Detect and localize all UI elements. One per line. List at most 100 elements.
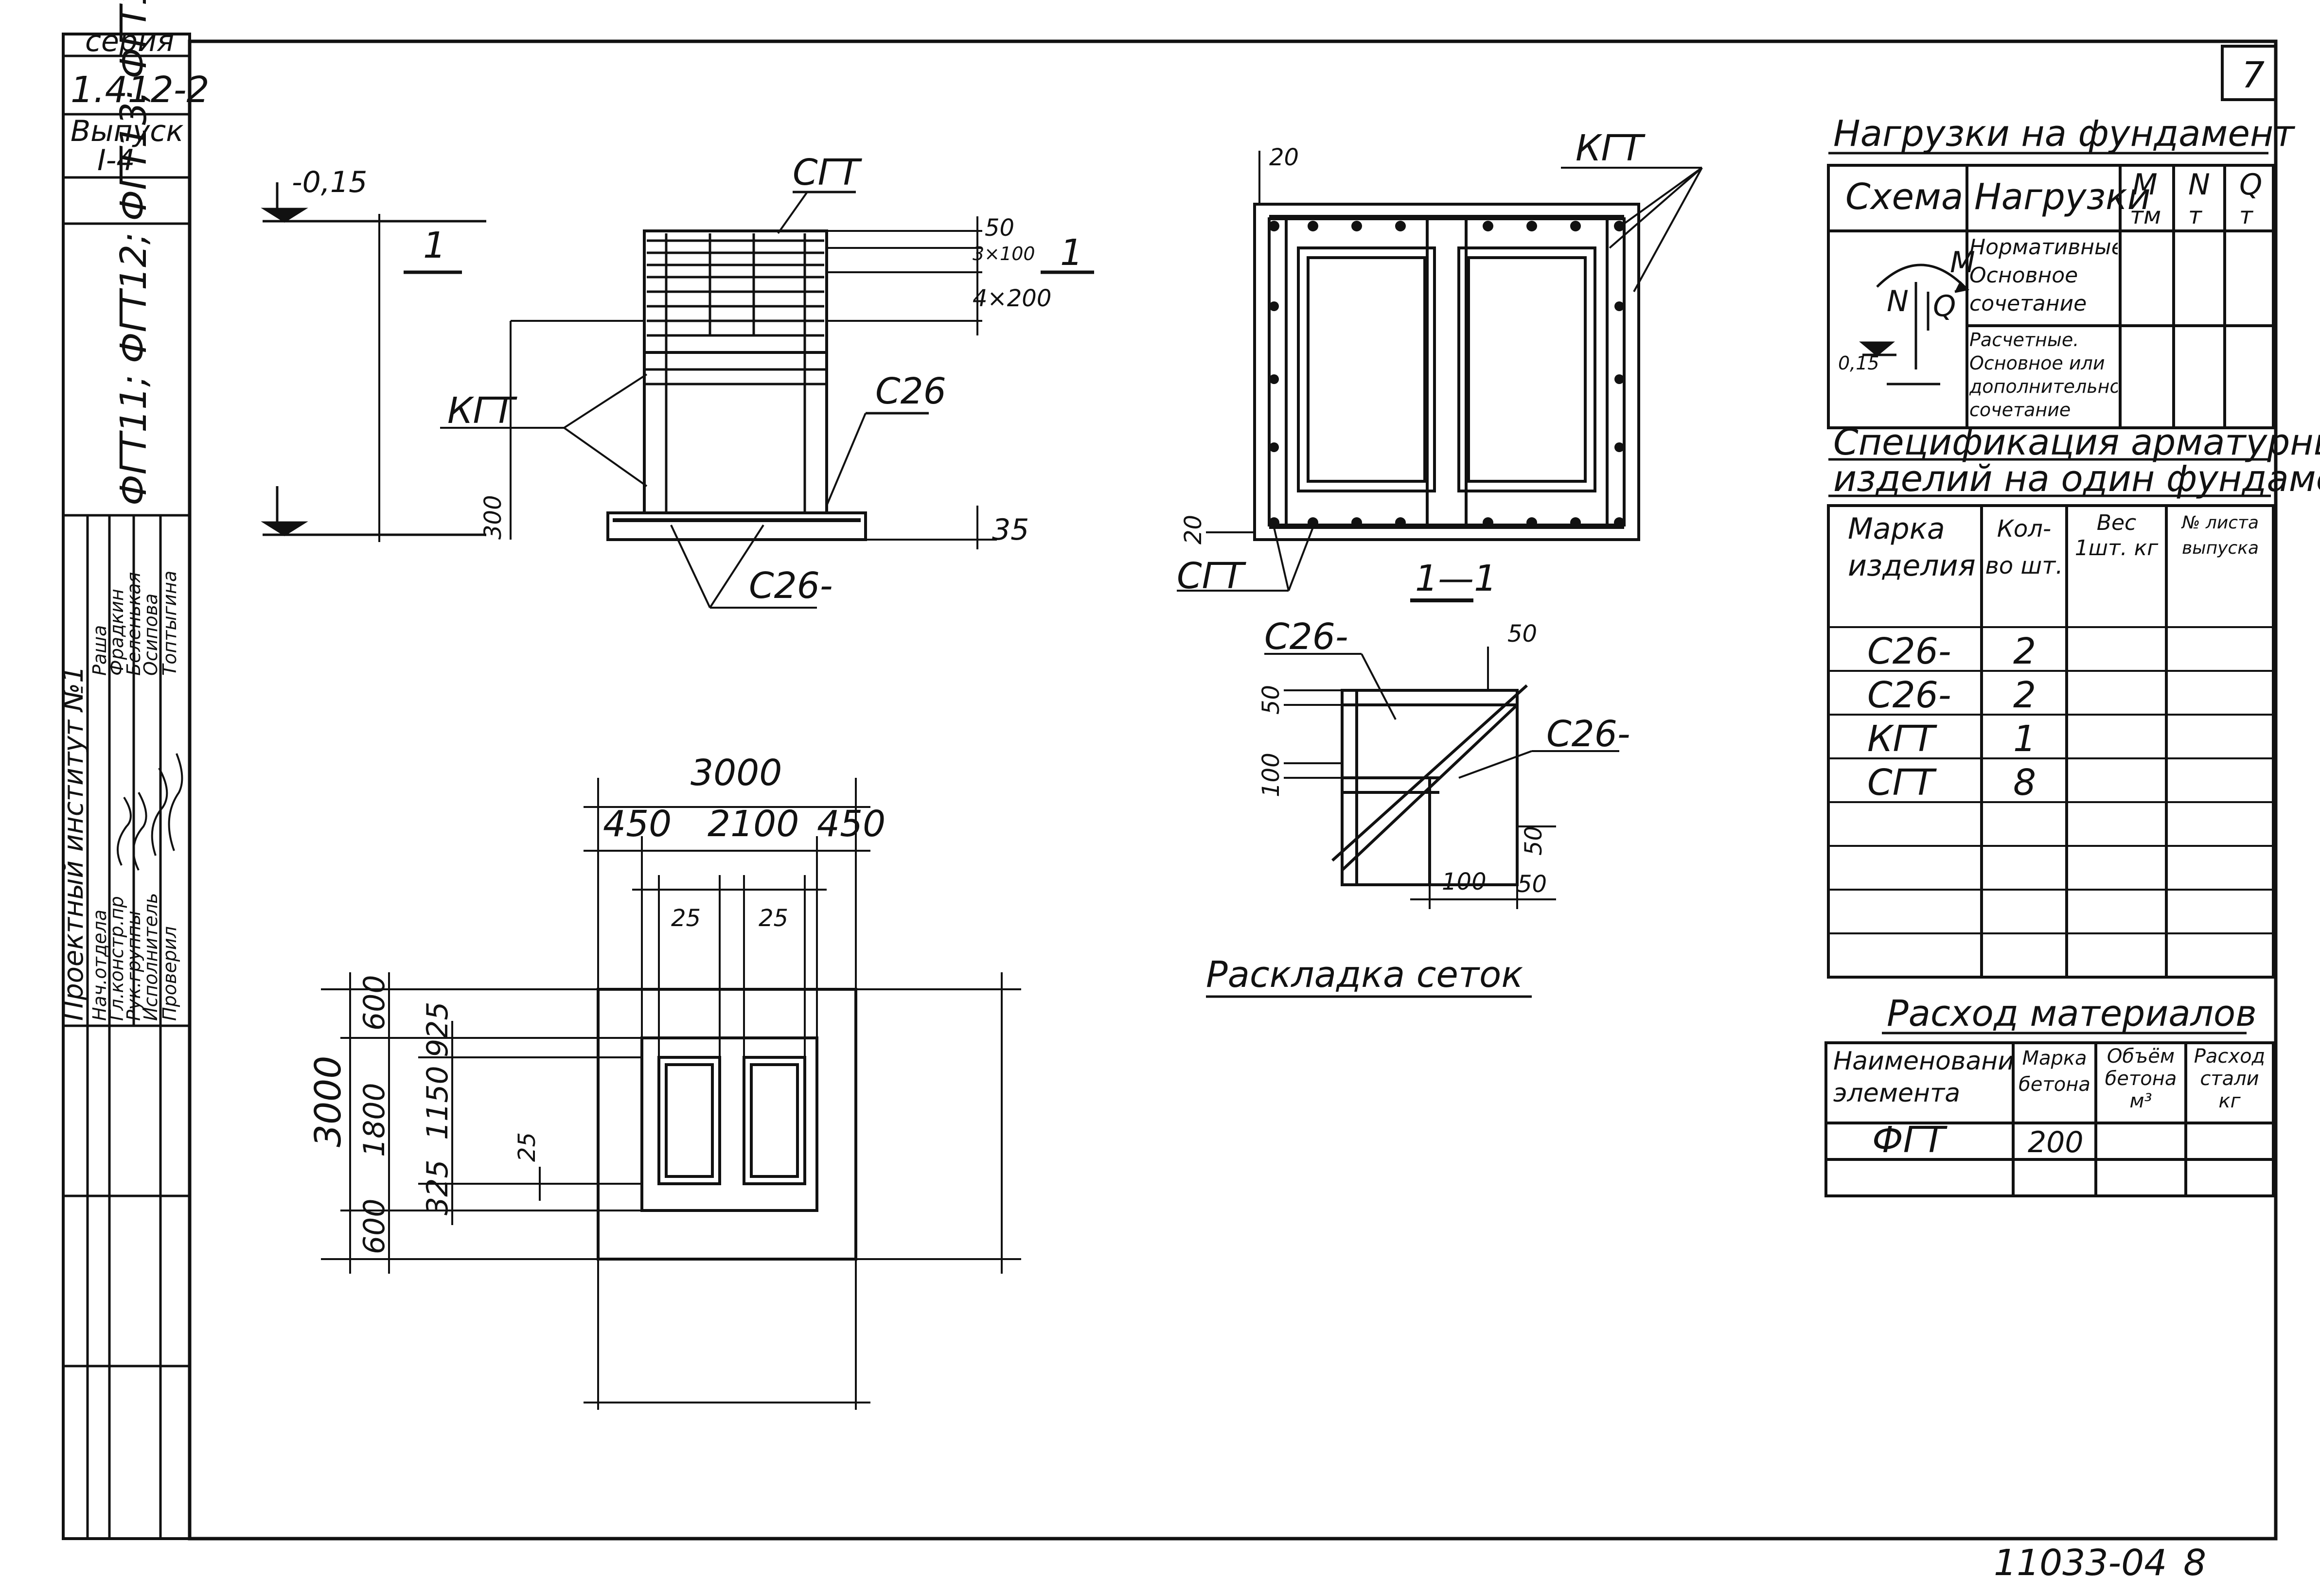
plan-view: 3000 450 2100 450 25 25 3000 600 1800 60… [307,752,1021,1410]
name-2: Фрадкин [106,589,127,676]
loads-header-m: М [2132,168,2158,202]
mesh-label-left: С26- [1264,616,1348,658]
role-5: Проверил [159,926,180,1021]
materials-row-element: ФГТ [1872,1119,1948,1161]
loads-header-q: Q [2239,168,2262,202]
plan-dim-25: 25 [514,1132,541,1162]
footer: 11033-04 8 [1994,1542,2206,1584]
plan-dim-total-top: 3000 [691,752,782,794]
spec-row-2-qty: 2 [2013,674,2036,716]
plan-dim-left: 450 [603,803,672,845]
spec-header-qty: Кол-во шт. [1985,515,2063,579]
spec-row-4-mark: СГТ [1867,762,1937,804]
spec-header-mark: Марка изделия [1848,512,1976,583]
level-mark: -0,15 [292,165,367,199]
loads-header-n: N [2188,168,2210,202]
loads-header-m-unit: тм [2130,202,2161,229]
role-3: Рук.группы [123,911,144,1021]
label-kgt: КГТ [447,390,518,432]
spec-row-4-qty: 8 [2013,762,2036,804]
loads-row-design: Расчетные. Основное или дополнительное с… [1969,329,2118,421]
spec-row-1-mark: С26- [1867,631,1951,672]
loads-header-q-unit: т [2239,202,2254,229]
mesh-layout: 50 50 100 50 100 50 С26- С26- Раскладка … [1206,616,1630,998]
sheet-frame [62,33,2278,1541]
plan-dim-1150: 1150 [421,1066,455,1140]
mesh-dim-top: 50 [1507,620,1537,648]
materials-row-grade: 200 [2028,1125,2084,1159]
plan-dim-middle: 2100 [708,803,799,845]
spec-row-3-qty: 1 [2013,718,2036,760]
role-4: Исполнитель [140,893,161,1021]
spec-title-2: изделий на один фундамент [1833,458,2320,500]
name-1: Раша [89,625,110,676]
scheme-n-label: N [1887,284,1909,318]
mesh-dim-100a: 100 [1257,753,1285,797]
plan-dim-600-bottom: 600 [357,1198,391,1254]
issue-label: Выпуск [71,114,184,148]
dim-bottom: 35 [992,513,1029,547]
materials-header-grade: Марка бетона [2019,1047,2090,1096]
footer-page: 8 [2183,1542,2206,1584]
plan-dim-right: 450 [817,803,885,845]
load-scheme-diagram [1859,263,1970,386]
spec-table: Спецификация арматурных изделий на один … [1827,421,2320,979]
name-4: Осипова [140,594,161,676]
spec-header-weight: Вес 1шт. кг [2074,510,2159,561]
scheme-level-label: 0,15 [1838,352,1879,374]
elevation-view: -0,15 1 50 3×100 4×200 1 300 35 СГТ КГТ [261,152,1094,609]
spec-row-1-qty: 2 [2013,631,2036,672]
title-block: серия 1.412-2 Выпуск I-4 ФГТ11; ФГТ12; Ф… [58,0,210,1539]
plan-dim-1800: 1800 [357,1083,391,1157]
signatures [117,753,183,871]
sheet-number-box: 7 [2221,45,2277,101]
name-3: Беленькая [123,572,144,676]
mesh-label-right: С26- [1546,713,1630,755]
section-dim-top: 20 [1269,144,1299,171]
designations: ФГТ11; ФГТ12; ФГТ13; ФГТ14; ФГТ15 [113,0,155,506]
scheme-m-label: M [1950,246,1975,280]
loads-table-title: Нагрузки на фундамент [1833,113,2295,155]
section-dim-left: 20 [1180,515,1207,544]
spec-row-2-mark: С26- [1867,674,1951,716]
series-label: серия [85,24,174,58]
section-mark-1: 1 [423,225,446,266]
series-number: 1.412-2 [71,69,210,111]
section-title: 1—1 [1415,558,1497,599]
materials-table: Расход материалов Наименование элемента … [1824,993,2275,1197]
spec-row-3-mark: КГТ [1867,718,1938,760]
mesh-dim-50a: 50 [1257,685,1285,715]
plan-dim-325: 325 [421,1159,455,1215]
loads-header-n-unit: т [2188,202,2203,229]
loads-table: Нагрузки на фундамент Схема Нагрузки М т… [1827,113,2295,429]
plan-dim-gap-2: 25 [759,905,788,932]
institute-name: Проектный институт №1 [58,666,89,1021]
scheme-q-label: Q [1933,289,1956,323]
issue-number: I-4 [97,143,135,177]
mesh-dim-50b: 50 [1520,826,1547,856]
plan-dim-gap-1: 25 [671,905,701,932]
name-5: Топтыгина [159,571,180,676]
plan-dim-925: 925 [421,1001,455,1057]
mesh-layout-title: Раскладка сеток [1206,954,1523,996]
dim-spacing-2: 4×200 [973,285,1051,312]
materials-header-element: Наименование элемента [1833,1047,2012,1108]
materials-header-steel: Расход стали кг [2194,1045,2266,1112]
dim-top: 50 [985,214,1014,242]
materials-title: Расход материалов [1887,993,2257,1035]
materials-header-volume: Объём бетона м³ [2105,1045,2177,1112]
mesh-dim-100b: 100 [1442,868,1487,895]
role-1: Нач.отдела [89,910,110,1021]
section-mark-right: 1 [1060,232,1083,274]
loads-header-loads: Нагрузки [1974,176,2151,218]
label-c26: С26 [875,370,946,412]
mesh-dim-50c: 50 [1517,871,1547,898]
dim-base: 300 [479,495,507,540]
label-sgt: СГТ [793,152,863,193]
loads-header-scheme: Схема [1845,176,1963,218]
section-1-1: 1—1 КГТ СГТ 20 20 [1177,127,1703,602]
label-c26-bottom: С26- [749,565,833,607]
role-2: Гл.констр.пр [106,896,127,1021]
plan-dim-600-top: 600 [357,975,391,1031]
